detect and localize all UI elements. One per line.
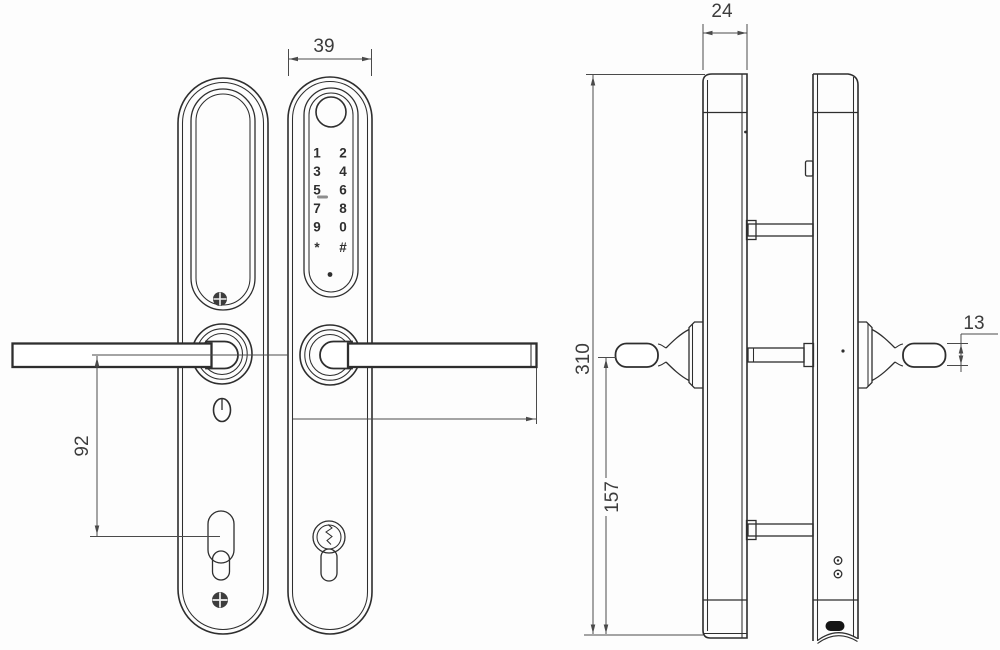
lower-bolt	[747, 523, 814, 537]
front-view-exterior-plate: 1 2 3 4 5 6 7 8 9 0 * #	[287, 76, 538, 635]
sensor-dot	[841, 349, 845, 353]
grip	[902, 342, 947, 368]
keypad-key: *	[314, 240, 320, 255]
bottom-arch	[817, 632, 858, 642]
keyhole-cutout	[207, 510, 235, 581]
brand-mark	[317, 195, 328, 199]
dimension-310-total-height: 310	[573, 74, 705, 636]
phillips-screw-icon	[212, 592, 228, 608]
lever-handle-right	[319, 340, 538, 370]
bottom-arch-outer	[817, 635, 858, 644]
side-view-exterior-profile	[804, 73, 947, 644]
keypad-panel-inner	[308, 92, 354, 293]
lower-bolt-head	[745, 519, 757, 541]
profile-outline	[702, 73, 748, 639]
grip	[614, 342, 659, 368]
handle-side-left	[614, 321, 703, 389]
upper-bolt	[747, 223, 814, 237]
latch-bump	[804, 160, 814, 177]
keypad-key: 1	[313, 146, 321, 161]
keypad-key: 0	[339, 220, 347, 235]
dimension-label: 310	[573, 343, 594, 375]
keypad-key: #	[339, 240, 347, 255]
usb-port	[825, 621, 845, 631]
rose-collar	[858, 321, 873, 389]
side-view-interior-profile	[614, 73, 748, 639]
keypad-key: 9	[313, 220, 321, 235]
dimension-label: 92	[72, 435, 93, 456]
lever-bar	[346, 342, 538, 369]
keypad-key: 4	[339, 164, 347, 179]
top-inset-outline	[190, 88, 256, 311]
keypad-panel-outline	[303, 87, 359, 298]
dimension-92-axis-to-cylinder: 92	[72, 354, 288, 537]
dimension-39-plate-width: 39	[288, 36, 372, 76]
keypad-key: 2	[339, 146, 347, 161]
keypad-key: 7	[313, 201, 321, 216]
sensor-dot	[744, 130, 747, 134]
dimension-24-profile-depth: 24	[702, 1, 748, 70]
dimension-157-axis-to-bottom: 157	[598, 357, 623, 634]
spindle-head	[803, 342, 815, 368]
fingerprint-reader-icon	[315, 96, 347, 128]
keypad: 1 2 3 4 5 6 7 8 9 0 * #	[313, 146, 347, 256]
rose-collar	[688, 321, 703, 389]
led-indicators	[833, 556, 843, 579]
dimension-label: 24	[711, 1, 733, 22]
through-bolts-and-spindle	[745, 219, 815, 541]
spindle	[747, 347, 805, 363]
profile-outline	[813, 73, 859, 639]
indicator-dot	[327, 272, 333, 277]
phillips-screw-icon	[213, 292, 227, 306]
keypad-key: 5	[313, 183, 321, 198]
dimension-13-grip-thickness: 13	[947, 313, 998, 372]
upper-bolt-head	[745, 219, 757, 241]
dimension-label: 39	[313, 36, 334, 57]
lever-end-cap	[319, 340, 353, 370]
keypad-key: 6	[339, 183, 347, 198]
privacy-thumbturn	[212, 397, 232, 423]
euro-cylinder-keyhole	[312, 520, 346, 582]
top-inset-inner	[195, 93, 251, 306]
front-view-interior-plate	[11, 77, 269, 635]
keypad-key: 8	[339, 201, 347, 216]
keypad-key: 3	[313, 164, 321, 179]
dimension-label: 157	[602, 481, 623, 513]
dimension-label: 13	[963, 313, 984, 334]
lever-length-reference-line	[293, 368, 537, 424]
handle-side-right	[858, 321, 947, 389]
